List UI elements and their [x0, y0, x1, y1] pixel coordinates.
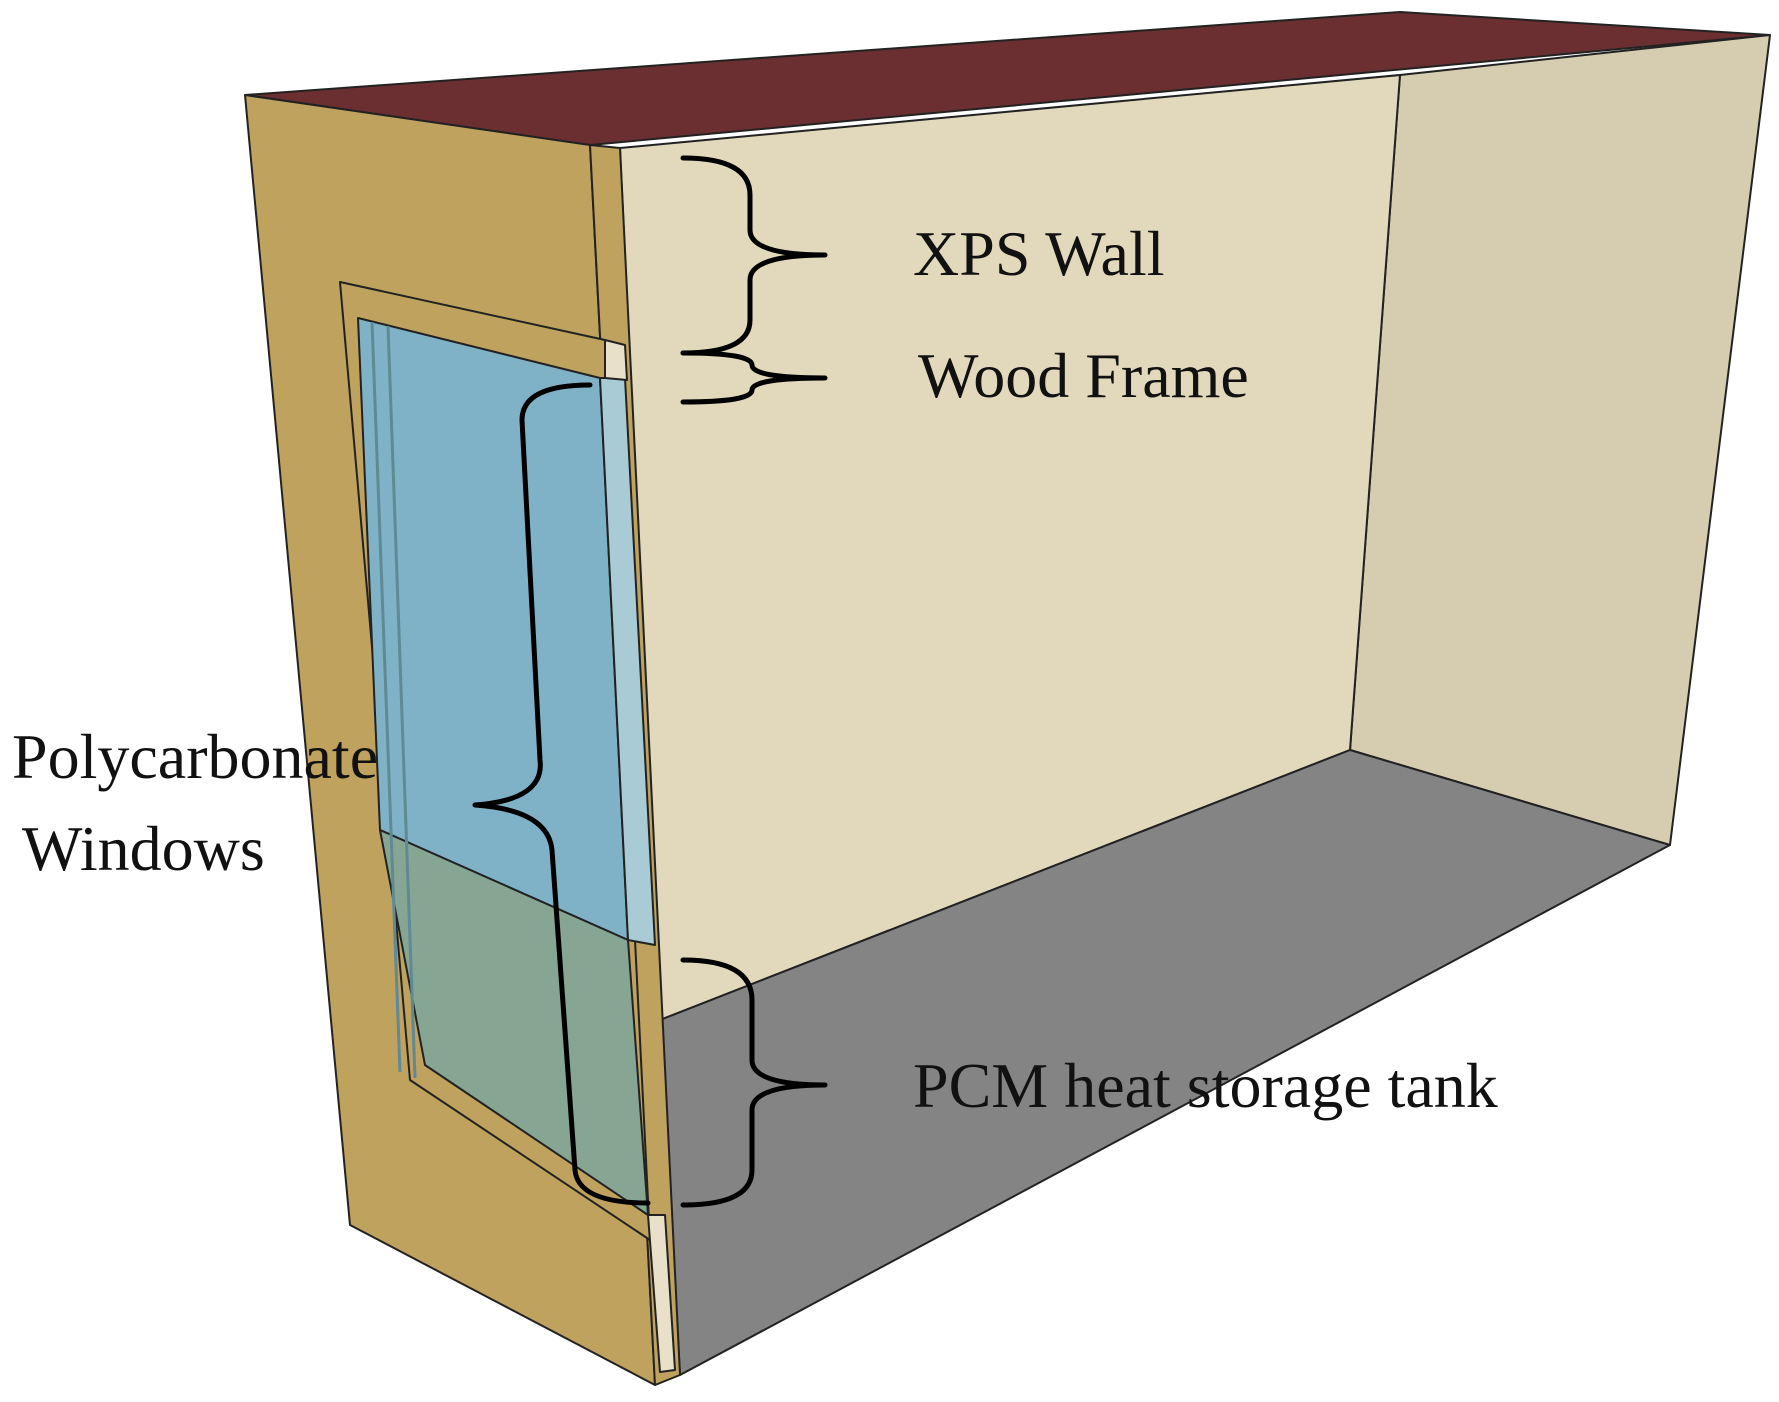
brace-wood-frame [680, 350, 828, 405]
label-xps-wall: XPS Wall [913, 218, 1165, 289]
wood-frame-strip [604, 339, 628, 381]
window-mullion-2 [386, 325, 417, 1079]
window-mullion-1 [370, 321, 402, 1073]
label-pcm-tank: PCM heat storage tank [913, 1050, 1498, 1121]
brace-pcm [680, 957, 828, 1208]
brace-xps-wall [680, 155, 828, 356]
label-polycarbonate-line2: Windows [22, 813, 265, 884]
label-wood-frame: Wood Frame [918, 340, 1249, 411]
label-polycarbonate-line1: Polycarbonate [12, 721, 378, 792]
wood-frame-strip-lower [647, 1214, 676, 1373]
brace-polycarbonate [472, 382, 651, 1206]
side-wall-face [1349, 34, 1771, 846]
